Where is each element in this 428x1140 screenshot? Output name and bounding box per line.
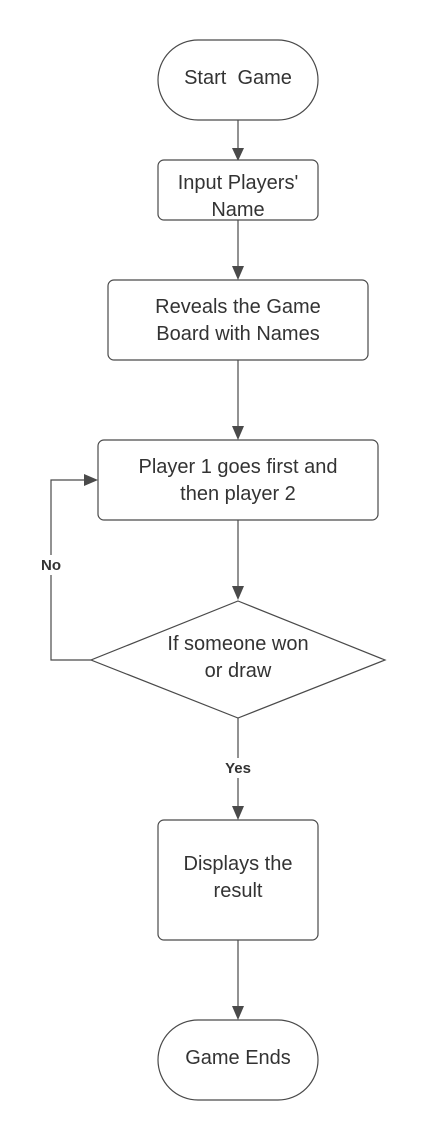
player-turns-node: Player 1 goes first and then player 2 (97, 439, 379, 521)
reveal-board-shape (107, 279, 369, 361)
end-terminator-shape (157, 1019, 319, 1101)
player-turns-label-line-1: Player 1 goes first and (139, 456, 338, 478)
start-node: Start Game (157, 39, 319, 121)
display-result-shape (157, 819, 319, 941)
arrowhead-input-to-reveal (232, 266, 244, 280)
arrowhead-turns-to-decision (232, 586, 244, 600)
reveal-board-label-line-2: Board with Names (156, 323, 319, 345)
start-node-label: Start Game (184, 67, 292, 89)
arrowhead-result-to-end (232, 1006, 244, 1020)
display-result-node: Displays the result (157, 819, 319, 941)
decision-node: If someone won or draw (89, 600, 387, 719)
arrowhead-start-to-input (232, 148, 244, 161)
display-result-label-line-1: Displays the (184, 853, 293, 875)
end-node-label: Game Ends (185, 1047, 291, 1069)
decision-diamond-shape (89, 600, 387, 719)
no-label: No (41, 557, 61, 574)
display-result-label-line-2: result (214, 880, 263, 902)
arrowhead-no-loop (84, 474, 98, 486)
reveal-board-node: Reveals the Game Board with Names (107, 279, 369, 361)
input-names-node: Input Players' Name (157, 159, 319, 221)
reveal-board-label-line-1: Reveals the Game (155, 296, 321, 318)
input-names-shape (157, 159, 319, 221)
end-node: Game Ends (157, 1019, 319, 1101)
no-label-background (37, 555, 67, 575)
decision-label-line-2: or draw (205, 660, 272, 682)
edge-labels: No Yes (37, 555, 256, 778)
decision-label-line-1: If someone won (167, 633, 308, 655)
yes-label: Yes (225, 760, 251, 777)
input-names-label-line-2: Name (211, 199, 264, 221)
input-names-label-line-1: Input Players' (178, 172, 299, 194)
yes-label-background (220, 758, 256, 778)
arrowhead-yes-to-result (232, 806, 244, 820)
arrowhead-reveal-to-turns (232, 426, 244, 440)
player-turns-shape (97, 439, 379, 521)
player-turns-label-line-2: then player 2 (180, 483, 296, 505)
start-terminator-shape (157, 39, 319, 121)
